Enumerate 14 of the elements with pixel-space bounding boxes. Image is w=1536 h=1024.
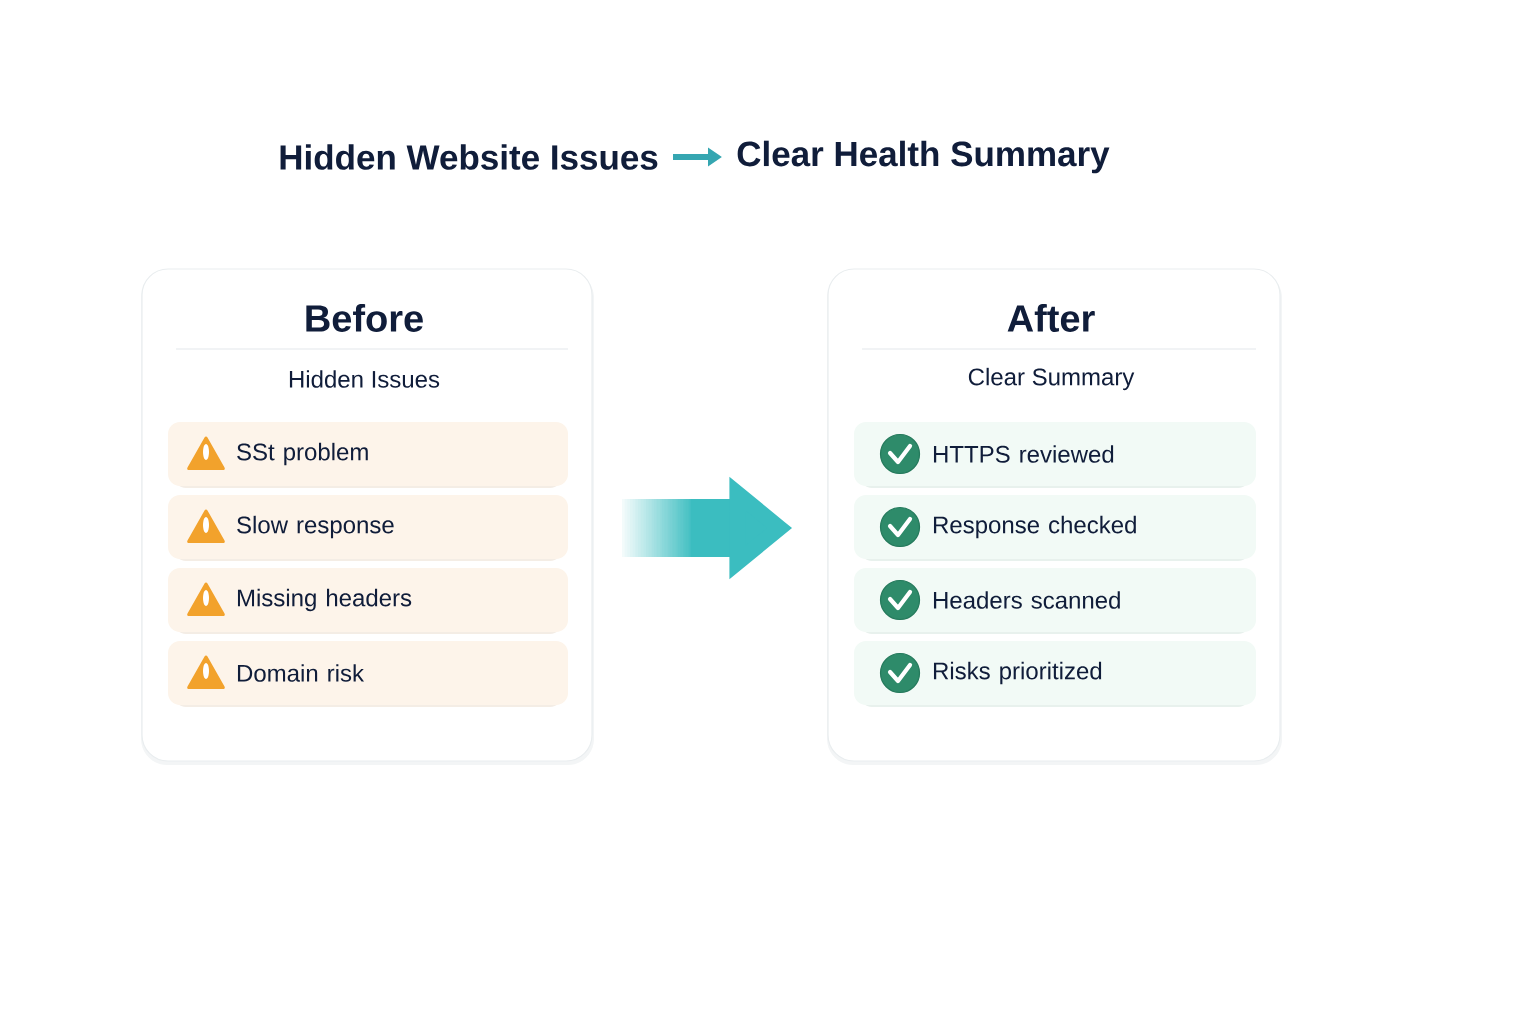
panel-heading: After bbox=[1007, 304, 1095, 332]
heading-text: Hidden Website Issues bbox=[280, 144, 658, 170]
panel-subheading: Hidden Issues bbox=[289, 370, 440, 388]
issue-row: Slow response bbox=[168, 495, 568, 561]
issue-row: Missing headers bbox=[168, 568, 568, 634]
panel-subheading: Clear Summary bbox=[968, 367, 1135, 391]
result-row: Headers scanned bbox=[854, 568, 1256, 634]
result-row: Risks prioritized bbox=[854, 641, 1256, 707]
result-row: Response checked bbox=[854, 495, 1256, 561]
result-row: HTTPS reviewed bbox=[854, 422, 1256, 488]
panel-heading: Before bbox=[306, 304, 423, 332]
issue-row: SSt problem bbox=[168, 422, 568, 488]
issue-row: Domain risk bbox=[168, 641, 568, 707]
heading-text: Clear Health Summary bbox=[737, 140, 1110, 174]
